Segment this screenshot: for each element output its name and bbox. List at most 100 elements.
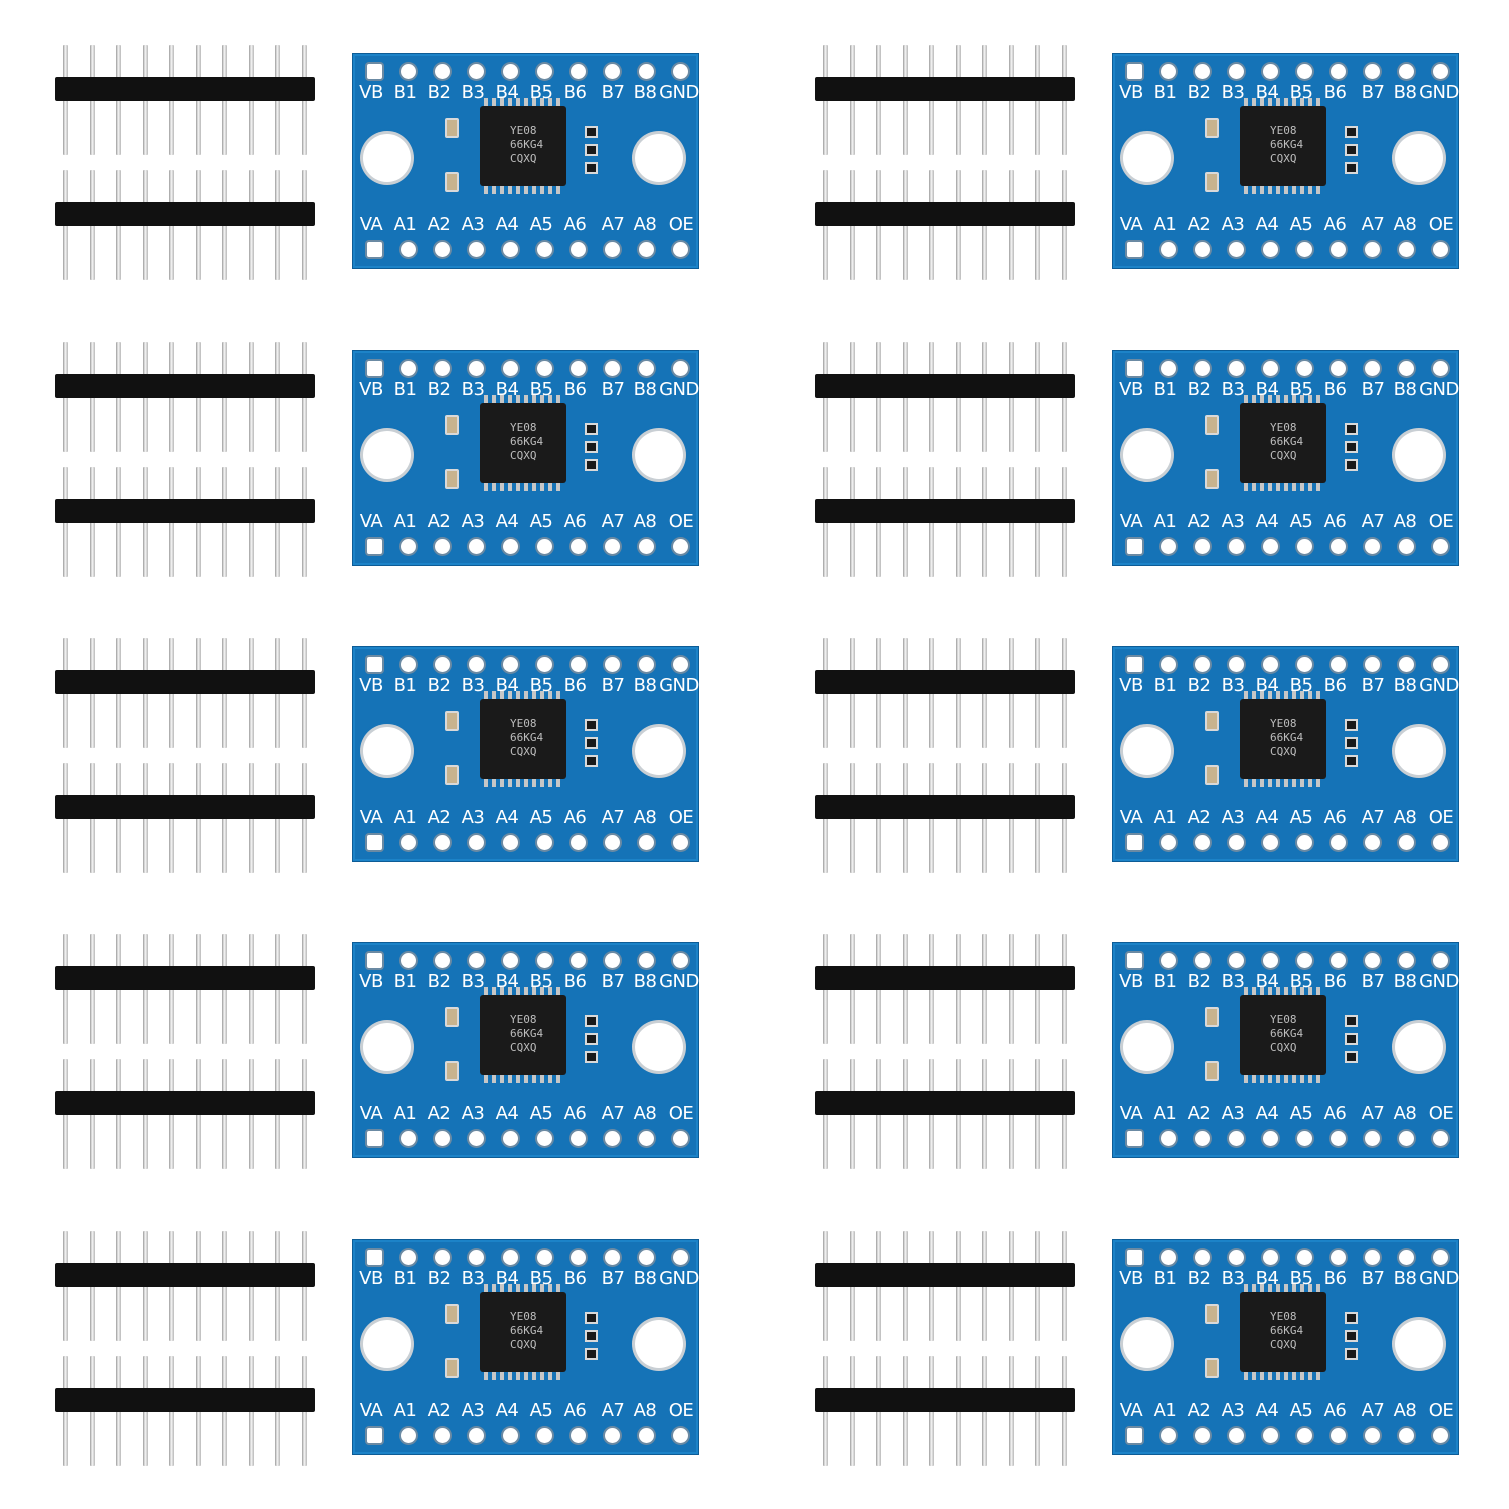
chip-leg bbox=[532, 98, 536, 107]
chip-leg bbox=[1260, 98, 1264, 107]
header-plastic-bar bbox=[815, 77, 1075, 101]
solder-pad bbox=[571, 361, 586, 376]
chip-leg bbox=[524, 1284, 528, 1293]
pin-label: B5 bbox=[529, 971, 553, 992]
solder-pad bbox=[1229, 1250, 1244, 1265]
chip-leg bbox=[1252, 1284, 1256, 1293]
pin-label: B2 bbox=[427, 675, 451, 696]
header-strip bbox=[55, 934, 315, 1044]
pin-label: A3 bbox=[461, 1103, 485, 1124]
chip-leg bbox=[516, 395, 520, 404]
capacitor bbox=[445, 1007, 459, 1027]
chip-leg bbox=[1252, 1074, 1256, 1083]
pin-label: A7 bbox=[601, 807, 625, 828]
chip-leg bbox=[508, 395, 512, 404]
chip-leg bbox=[1300, 1074, 1304, 1083]
chip-leg bbox=[548, 395, 552, 404]
header-plastic-bar bbox=[55, 795, 315, 819]
chip-leg bbox=[500, 98, 504, 107]
solder-pad bbox=[1399, 657, 1414, 672]
pin-label: B4 bbox=[495, 379, 519, 400]
solder-pad bbox=[435, 953, 450, 968]
solder-pad bbox=[571, 953, 586, 968]
header-strip bbox=[55, 170, 315, 280]
chip-leg bbox=[516, 98, 520, 107]
pin-label: B5 bbox=[529, 675, 553, 696]
solder-pad bbox=[1161, 539, 1176, 554]
capacitor bbox=[445, 1304, 459, 1324]
solder-pad bbox=[401, 1131, 416, 1146]
chip-marking: CQXQ bbox=[1270, 745, 1297, 758]
pin-label: VB bbox=[359, 1268, 383, 1289]
mounting-hole bbox=[363, 134, 411, 182]
resistor bbox=[1345, 1051, 1358, 1063]
chip-leg bbox=[1276, 98, 1280, 107]
chip-leg bbox=[1284, 1284, 1288, 1293]
solder-pad bbox=[1297, 657, 1312, 672]
pin-label: B1 bbox=[393, 675, 417, 696]
chip-leg bbox=[500, 1371, 504, 1380]
chip-leg bbox=[1276, 1371, 1280, 1380]
pin-label: VA bbox=[359, 1400, 383, 1421]
chip-leg bbox=[508, 1074, 512, 1083]
solder-pad bbox=[1127, 953, 1142, 968]
pin-label: A8 bbox=[1393, 807, 1417, 828]
solder-pad bbox=[1229, 64, 1244, 79]
solder-pad bbox=[673, 1250, 688, 1265]
mounting-hole bbox=[635, 727, 683, 775]
capacitor bbox=[1205, 1358, 1219, 1378]
chip-leg bbox=[492, 1074, 496, 1083]
pin-label: B2 bbox=[427, 1268, 451, 1289]
solder-pad bbox=[1195, 1131, 1210, 1146]
chip-marking: 66KG4 bbox=[510, 138, 544, 151]
solder-pad bbox=[537, 242, 552, 257]
chip-leg bbox=[1252, 98, 1256, 107]
pin-label: A6 bbox=[1323, 214, 1347, 235]
chip-leg bbox=[1284, 185, 1288, 194]
solder-pad bbox=[537, 539, 552, 554]
solder-pad bbox=[1399, 64, 1414, 79]
pin-label: B3 bbox=[1221, 379, 1245, 400]
chip-leg bbox=[532, 778, 536, 787]
solder-pad bbox=[469, 953, 484, 968]
pin-label: B8 bbox=[1393, 379, 1417, 400]
solder-pad bbox=[1297, 361, 1312, 376]
solder-pad bbox=[503, 64, 518, 79]
resistor bbox=[585, 423, 598, 435]
pin-label: A6 bbox=[563, 807, 587, 828]
chip-leg bbox=[1292, 987, 1296, 996]
chip-marking: CQXQ bbox=[1270, 1338, 1297, 1351]
solder-pad bbox=[1229, 361, 1244, 376]
pin-label: VB bbox=[1119, 82, 1143, 103]
pin-label: B4 bbox=[1255, 1268, 1279, 1289]
pin-label: A4 bbox=[495, 1400, 519, 1421]
chip-leg bbox=[484, 1371, 488, 1380]
chip-leg bbox=[1276, 185, 1280, 194]
pin-label: VA bbox=[1119, 1400, 1143, 1421]
pin-label: B3 bbox=[1221, 82, 1245, 103]
pin-label: B7 bbox=[601, 379, 625, 400]
resistor bbox=[1345, 1015, 1358, 1027]
pin-label: B3 bbox=[1221, 675, 1245, 696]
chip-leg bbox=[484, 98, 488, 107]
capacitor bbox=[445, 118, 459, 138]
pin-label: A2 bbox=[427, 511, 451, 532]
chip-marking: YE08 bbox=[510, 717, 537, 730]
pin-label: A2 bbox=[1187, 214, 1211, 235]
chip-leg bbox=[1284, 395, 1288, 404]
chip-leg bbox=[492, 987, 496, 996]
solder-pad bbox=[537, 1250, 552, 1265]
pin-label: A1 bbox=[1153, 1103, 1177, 1124]
pin-label: A5 bbox=[1289, 511, 1313, 532]
solder-pad bbox=[1297, 1131, 1312, 1146]
pin-label: A4 bbox=[1255, 511, 1279, 532]
pin-label: B1 bbox=[1153, 971, 1177, 992]
chip-leg bbox=[508, 1371, 512, 1380]
chip-leg bbox=[500, 691, 504, 700]
